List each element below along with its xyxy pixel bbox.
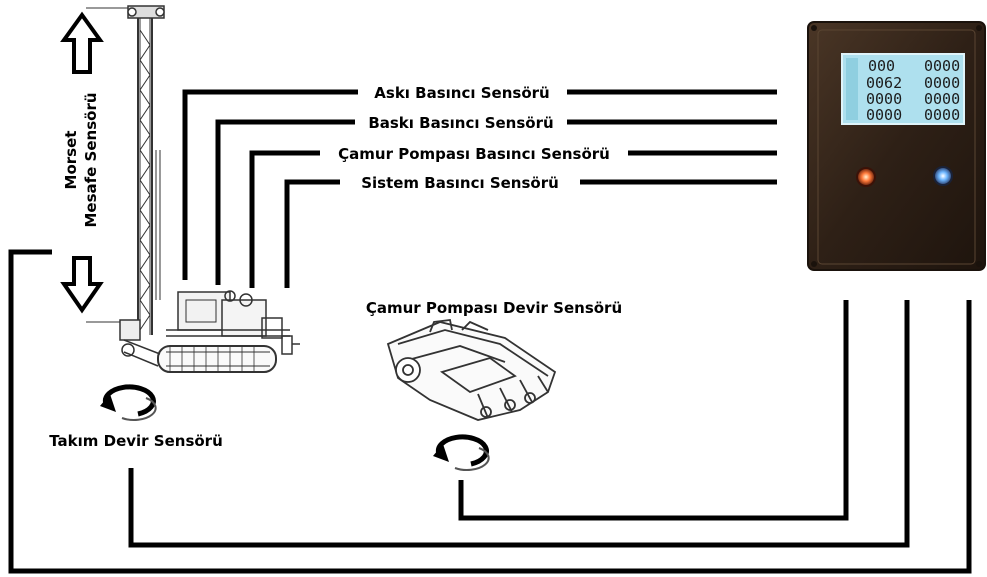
up-arrow-icon: [64, 15, 100, 72]
label-takim-devir: Takım Devir Sensörü: [49, 432, 223, 450]
mud-pump-image: [388, 320, 555, 420]
lcd-row4-left: 0000: [866, 106, 902, 124]
control-panel-image: 000 0000 0062 0000 0000 0000 0000 0000: [808, 22, 985, 270]
wire-sistem: [287, 182, 777, 288]
label-camur-devir: Çamur Pompası Devir Sensörü: [366, 299, 622, 317]
label-morset-group: Morset Mesafe Sensörü: [62, 92, 100, 227]
label-camur-basinc: Çamur Pompası Basıncı Sensörü: [338, 145, 610, 163]
rotation-icon: [433, 437, 489, 470]
blue-button: [934, 167, 952, 185]
lcd-row1-right: 0000: [924, 57, 960, 75]
label-aski: Askı Basıncı Sensörü: [374, 84, 549, 102]
label-sistem: Sistem Basıncı Sensörü: [361, 174, 559, 192]
down-arrow-icon: [64, 258, 100, 310]
label-morset-line2: Mesafe Sensörü: [82, 92, 100, 227]
red-button: [857, 168, 875, 186]
label-morset-line1: Morset: [62, 131, 80, 190]
label-baski: Baskı Basıncı Sensörü: [368, 114, 553, 132]
lcd-row1-left: 000: [868, 57, 895, 75]
rotation-icon: [100, 387, 156, 420]
lcd-row4-right: 0000: [924, 106, 960, 124]
drilling-rig-image: [86, 6, 300, 372]
